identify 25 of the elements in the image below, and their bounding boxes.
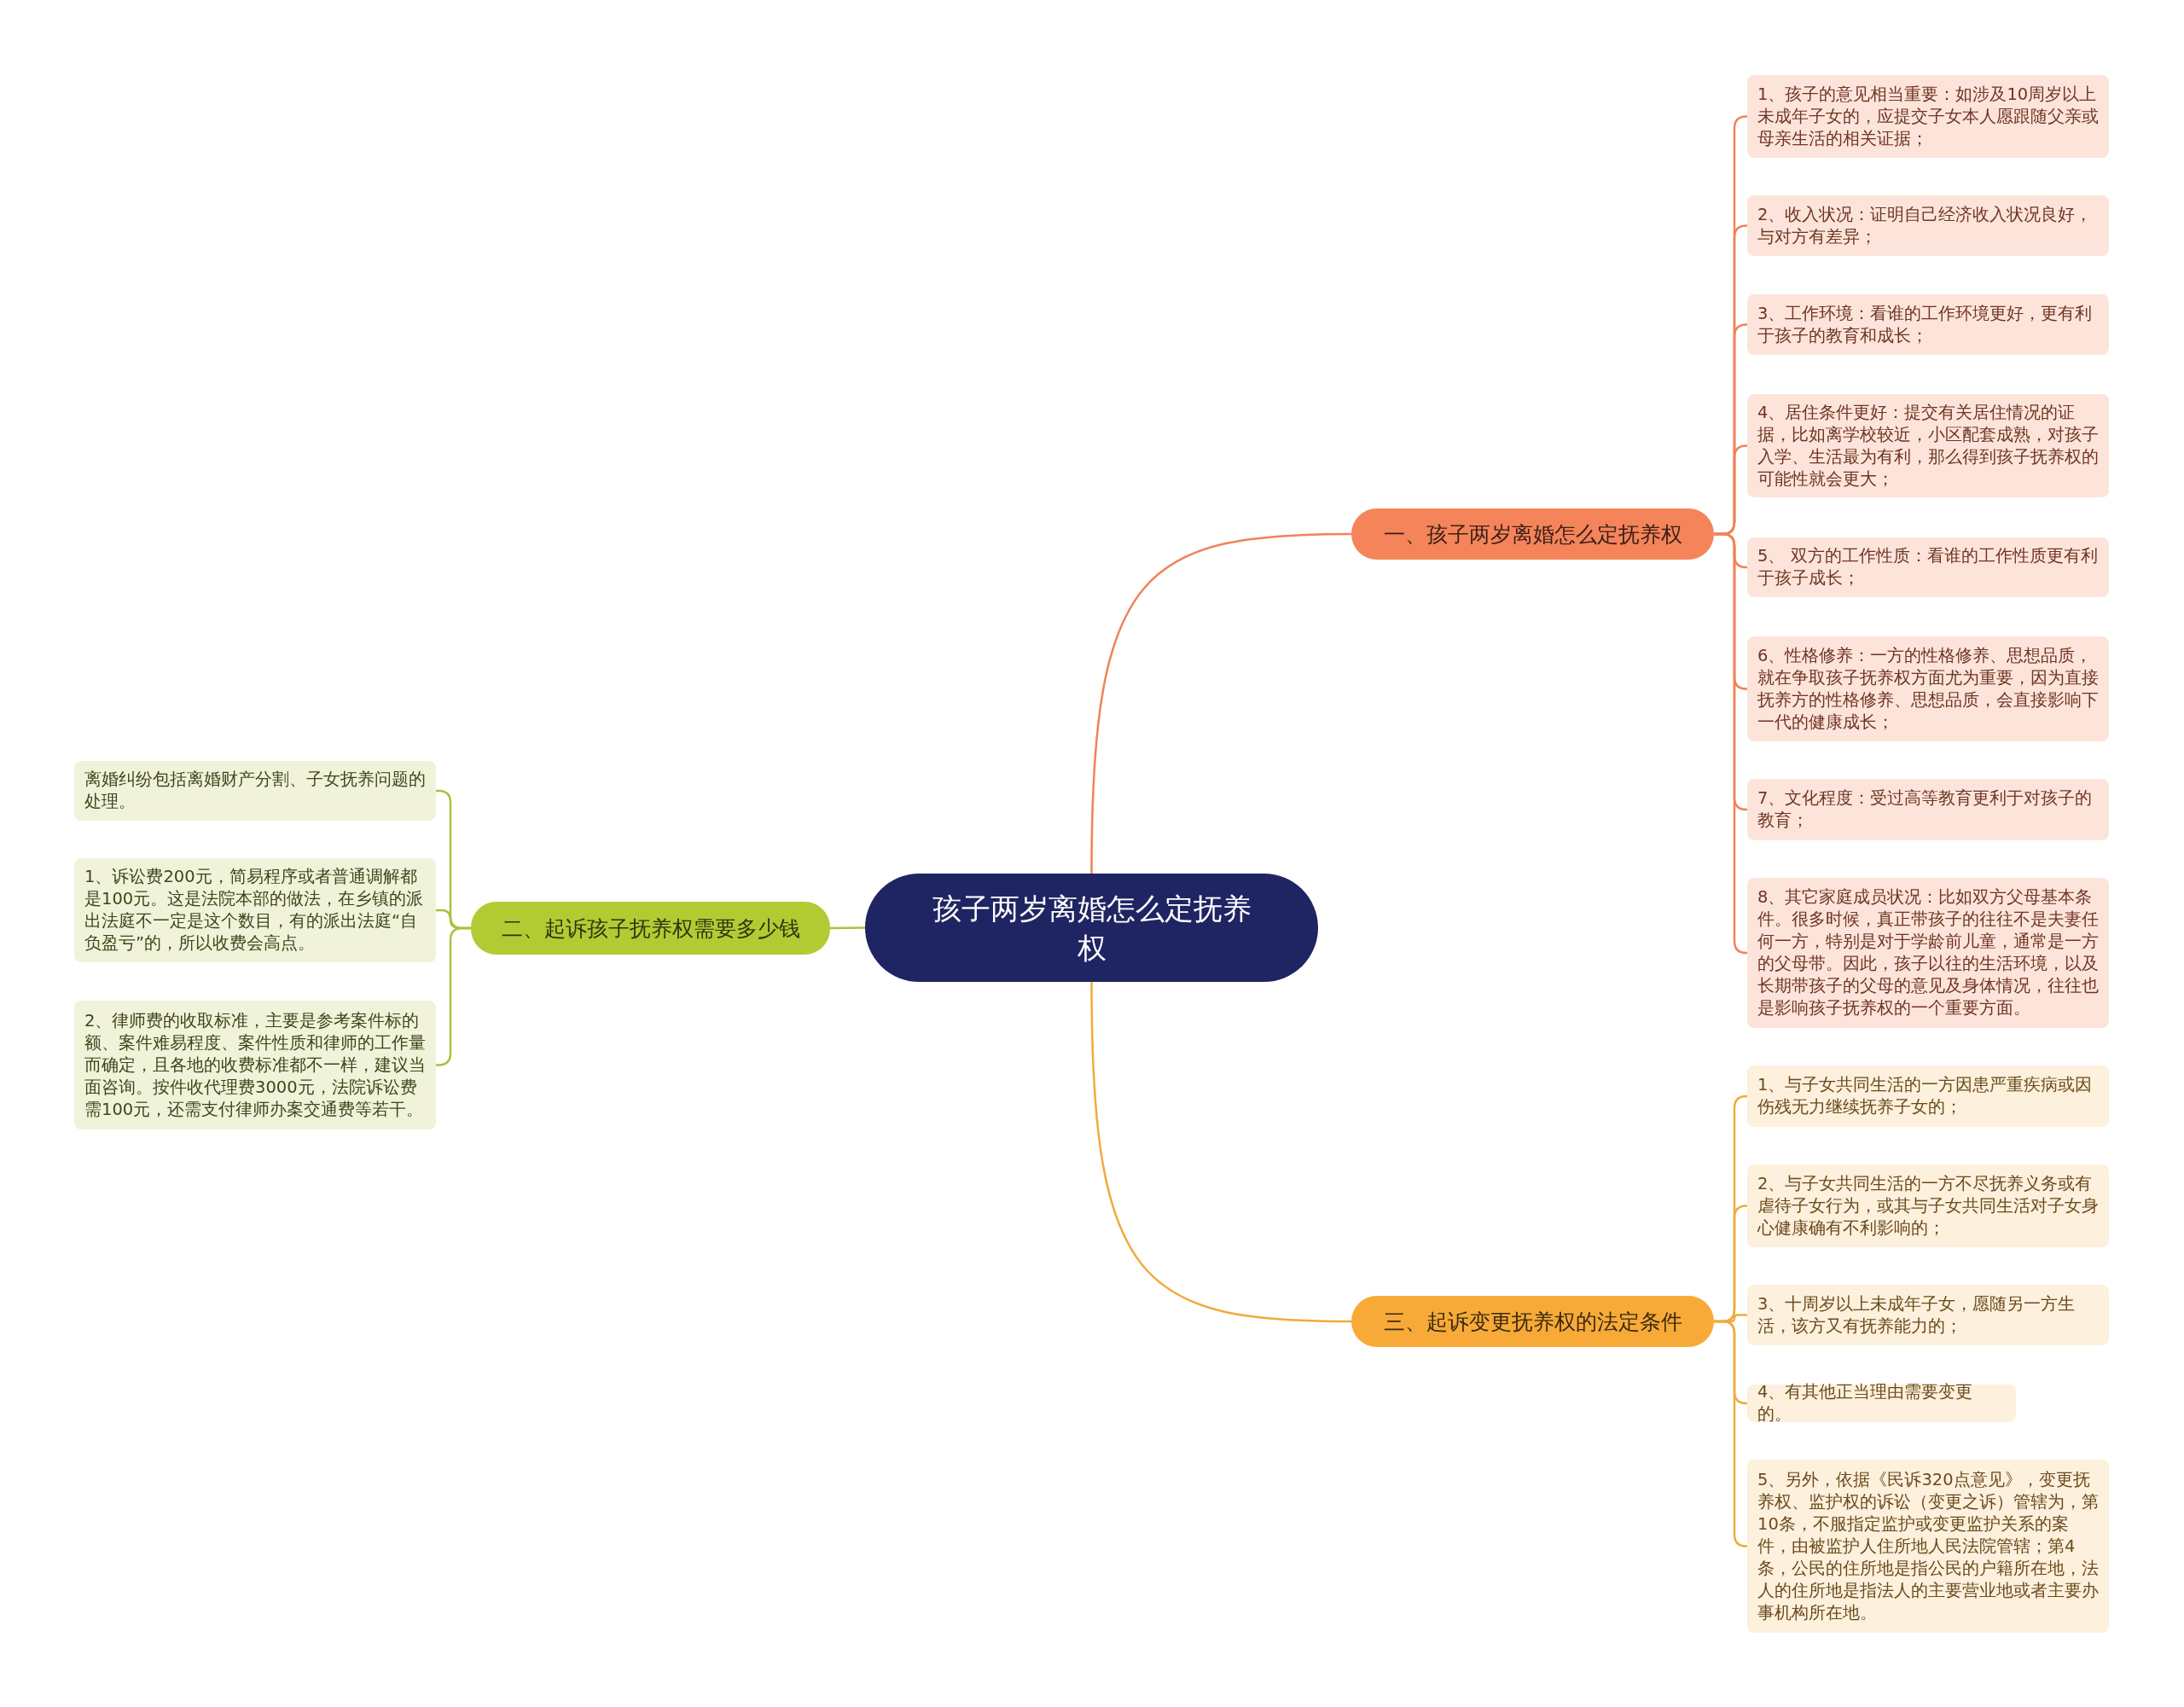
branch-topic: 三、起诉变更抚养权的法定条件 [1351,1296,1714,1347]
central-topic: 孩子两岁离婚怎么定抚养权 [865,874,1318,982]
connector [1714,1320,1748,1547]
note-card: 1、诉讼费200元，简易程序或者普通调解都是100元。这是法院本部的做法，在乡镇的派出法庭不一定是这个数目，有的派出法庭“自负盈亏”的，所以收费会高点。 [74,858,436,962]
note-card: 6、性格修养：一方的性格修养、思想品质，就在争取孩子抚养权方面尤为重要，因为直接抚养方的性格修养、思想品质，会直接影响下一代的健康成长； [1747,636,2109,741]
note-card: 1、孩子的意见相当重要：如涉及10周岁以上未成年子女的，应提交子女本人愿跟随父亲或母亲生活的相关证据； [1747,75,2109,158]
connector [1090,532,1352,874]
note-card: 5、另外，依据《民诉320点意见》，变更抚养权、监护权的诉讼（变更之诉）管辖为，第10条，不服指定监护或变更监护关系的案件，由被监护人住所地人民法院管辖；第4条，公民的住所地是指公民的户籍所在地，法人的住所地是指法人的主要营业地或者主要办事机构所在地。 [1747,1460,2109,1633]
connector [830,926,865,930]
note-card: 2、收入状况：证明自己经济收入状况良好，与对方有差异； [1747,195,2109,256]
note-card: 2、与子女共同生活的一方不尽抚养义务或有虐待子女行为，或其与子女共同生活对子女身心健康确有不利影响的； [1747,1164,2109,1247]
note-card: 5、 双方的工作性质：看谁的工作性质更有利于孩子成长； [1747,537,2109,597]
note-card: 3、工作环境：看谁的工作环境更好，更有利于孩子的教育和成长； [1747,294,2109,355]
branch-topic: 二、起诉孩子抚养权需要多少钱 [471,902,830,955]
note-card: 4、有其他正当理由需要变更的。 [1747,1385,2016,1422]
note-card: 7、文化程度：受过高等教育更利于对孩子的教育； [1747,779,2109,840]
note-card: 4、居住条件更好：提交有关居住情况的证据，比如离学校较近，小区配套成熟，对孩子入学、生活最为有利，那么得到孩子抚养权的可能性就会更大； [1747,394,2109,497]
connector [1090,982,1352,1323]
note-card: 2、律师费的收取标准，主要是参考案件标的额、案件难易程度、案件性质和律师的工作量而确定，且各地的收费标准都不一样，建议当面咨询。按件收代理费3000元，法院诉讼费需100元，还需支付律师办案交通费等若干。 [74,1001,436,1129]
note-card: 8、其它家庭成员状况：比如双方父母基本条件。很多时候，真正带孩子的往往不是夫妻任何一方，特别是对于学龄前儿童，通常是一方的父母带。因此，孩子以往的生活环境，以及长期带孩子的父母的意见及身体情况，往往也是影响孩子抚养权的一个重要方面。 [1747,878,2109,1028]
note-card: 3、十周岁以上未成年子女，愿随另一方生活，该方又有抚养能力的； [1747,1285,2109,1345]
branch-topic: 一、孩子两岁离婚怎么定抚养权 [1351,508,1714,560]
note-card: 离婚纠纷包括离婚财产分割、子女抚养问题的处理。 [74,761,436,821]
note-card: 1、与子女共同生活的一方因患严重疾病或因伤残无力继续抚养子女的； [1747,1065,2109,1127]
connector [1714,532,1748,955]
